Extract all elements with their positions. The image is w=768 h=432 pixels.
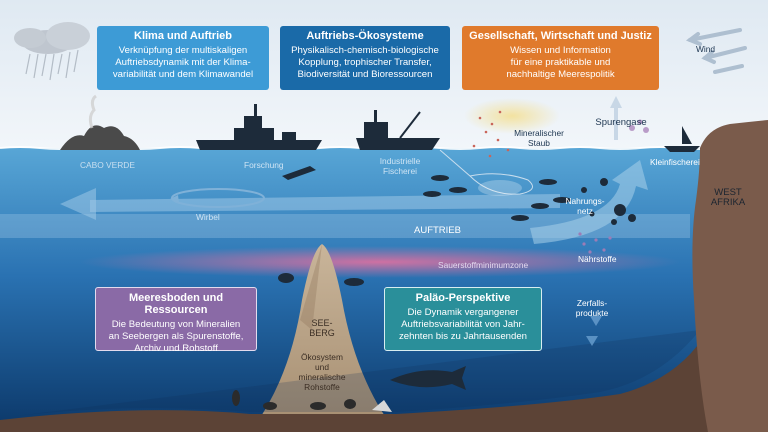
box-meeresboden: Meeresboden und Ressourcen Die Bedeutung… bbox=[95, 287, 257, 354]
label-mineral-staub: Mineralischer Staub bbox=[514, 128, 564, 148]
box-auftriebs-oekosysteme: Auftriebs-Ökosysteme Physikalisch-chemis… bbox=[280, 26, 450, 90]
mineral-dust-cloud bbox=[464, 98, 560, 134]
label-seeberg: SEE- BERG bbox=[309, 318, 335, 338]
box-meeresboden-body: Die Bedeutung von Mineralien an Seeberge… bbox=[108, 319, 244, 354]
label-nahrungsnetz: Nahrungs- netz bbox=[565, 196, 605, 216]
label-zerfallsprodukte: Zerfalls- produkte bbox=[575, 298, 609, 318]
dust-particles bbox=[472, 110, 510, 158]
rain-cloud bbox=[14, 22, 90, 81]
box-meeresboden-title: Meeresboden und Ressourcen bbox=[128, 292, 224, 316]
upwelling-arrow bbox=[530, 160, 648, 244]
decay-arrows bbox=[586, 316, 602, 346]
fish-school bbox=[423, 175, 571, 221]
fish-bones-icon bbox=[372, 400, 392, 412]
box-klima-title: Klima und Auftrieb bbox=[134, 30, 232, 42]
turtle bbox=[278, 273, 294, 283]
label-wind: Wind bbox=[696, 44, 716, 54]
box-gesell-body: Wissen und Information für eine praktika… bbox=[506, 45, 615, 80]
label-industrielle-fischerei: Industrielle Fischerei bbox=[379, 156, 421, 176]
towed-instrument bbox=[282, 166, 316, 180]
trawl-net bbox=[439, 149, 533, 195]
shark bbox=[390, 366, 466, 390]
box-palaeo-title: Paläo-Perspektive bbox=[415, 292, 511, 304]
label-cabo-verde: CABO VERDE bbox=[80, 160, 135, 170]
label-naehrstoffe: Nährstoffe bbox=[578, 254, 617, 264]
box-klima-body: Verknüpfung der multiskaligen Auftriebsd… bbox=[112, 45, 254, 80]
lobster bbox=[344, 278, 364, 286]
volcano-smoke bbox=[88, 94, 97, 129]
box-klima-und-auftrieb: Klima und Auftrieb Verknüpfung der multi… bbox=[97, 26, 269, 90]
small-fishing-boat bbox=[664, 126, 700, 152]
box-palaeo: Paläo-Perspektive Die Dynamik vergangene… bbox=[384, 287, 542, 351]
label-auftrieb: AUFTRIEB bbox=[414, 225, 461, 236]
west-africa-coast bbox=[692, 120, 768, 432]
label-forschung: Forschung bbox=[244, 160, 284, 170]
label-west-afrika: WEST AFRIKA bbox=[710, 187, 746, 208]
research-ship bbox=[196, 104, 322, 150]
box-oeko-title: Auftriebs-Ökosysteme bbox=[306, 30, 424, 42]
seafloor-creatures bbox=[232, 390, 356, 410]
seamount bbox=[250, 244, 396, 432]
cabo-verde-island bbox=[60, 125, 140, 150]
label-sauerstoffminimumzone: Sauerstoffminimumzone bbox=[438, 260, 529, 270]
wind-arrows bbox=[685, 28, 747, 74]
label-wirbel: Wirbel bbox=[196, 212, 220, 222]
label-kleinfischerei: Kleinfischerei bbox=[650, 157, 700, 167]
fishing-trawler bbox=[356, 110, 440, 150]
box-oeko-body: Physikalisch-chemisch-biologische Kopplu… bbox=[291, 45, 439, 80]
oxygen-minimum-zone bbox=[80, 246, 680, 278]
nutrient-particles bbox=[578, 232, 612, 254]
trace-gas-bubbles bbox=[629, 119, 649, 133]
box-gesell-title: Gesellschaft, Wirtschaft und Justiz bbox=[469, 30, 652, 42]
label-spurengase: Spurengase bbox=[595, 117, 647, 128]
box-gesellschaft: Gesellschaft, Wirtschaft und Justiz Wiss… bbox=[462, 26, 659, 90]
trace-gas-arrows bbox=[610, 96, 622, 140]
box-palaeo-body: Die Dynamik vergangener Auftriebsvariabi… bbox=[398, 307, 527, 342]
label-oekosystem-rohstoffe: Ökosystem und mineralische Rohstoffe bbox=[298, 352, 346, 392]
seafloor bbox=[0, 330, 700, 418]
food-web-organisms bbox=[581, 178, 636, 225]
